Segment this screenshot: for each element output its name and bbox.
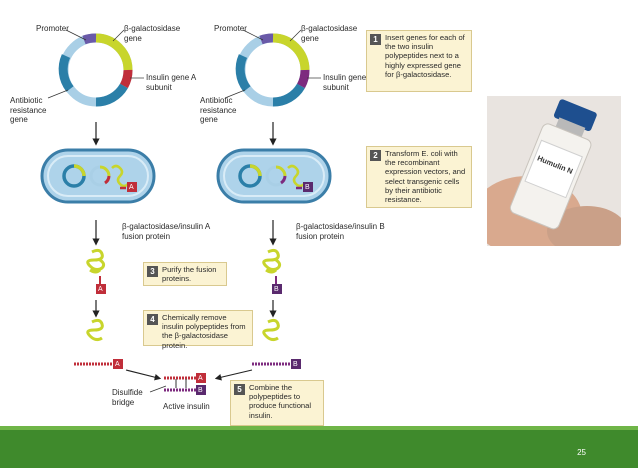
label-promoter-b: Promoter bbox=[214, 24, 247, 33]
footer-bar bbox=[0, 430, 638, 468]
step-1-number: 1 bbox=[370, 34, 381, 45]
step-1-box: 1 Insert genes for each of the two insul… bbox=[366, 30, 472, 92]
step-3-number: 3 bbox=[147, 266, 158, 277]
footer-stripe bbox=[0, 426, 638, 430]
label-betagal-gene-a: β-galactosidase gene bbox=[124, 24, 181, 43]
insulin-chain-b bbox=[252, 359, 301, 369]
tag-a-fusion: A bbox=[98, 286, 103, 293]
label-active-insulin: Active insulin bbox=[163, 402, 210, 411]
step-5-number: 5 bbox=[234, 384, 245, 395]
step-5-box: 5 Combine the polypeptides to produce fu… bbox=[230, 380, 324, 426]
label-promoter-a: Promoter bbox=[36, 24, 69, 33]
tag-b-fusion: B bbox=[274, 286, 279, 293]
cleaved-betagal-b bbox=[262, 318, 280, 342]
fusion-protein-b bbox=[262, 248, 282, 294]
tag-b-cell: B bbox=[305, 184, 310, 191]
step-4-number: 4 bbox=[147, 314, 158, 325]
step-4-text: Chemically remove insulin polypeptides f… bbox=[162, 313, 246, 350]
label-fusion-b: β-galactosidase/insulin B fusion protein bbox=[296, 222, 385, 241]
label-fusion-a: β-galactosidase/insulin A fusion protein bbox=[122, 222, 210, 241]
step-4-box: 4 Chemically remove insulin polypeptides… bbox=[143, 310, 253, 350]
step-1-text: Insert genes for each of the two insulin… bbox=[385, 33, 465, 79]
arrow-a4 bbox=[125, 369, 162, 381]
step-2-text: Transform E. coli with the recombinant e… bbox=[385, 149, 466, 205]
insulin-chain-a bbox=[74, 359, 123, 369]
tag-b-chain: B bbox=[293, 361, 298, 368]
label-insulin-gene-a: Insulin gene A subunit bbox=[146, 73, 196, 92]
tag-a-active: A bbox=[198, 375, 203, 382]
label-betagal-gene-b: β-galactosidase gene bbox=[301, 24, 358, 43]
label-disulfide-bridge: Disulfide bridge bbox=[112, 388, 143, 407]
step-3-box: 3 Purify the fusion proteins. bbox=[143, 262, 227, 286]
arrow-b4 bbox=[214, 369, 253, 381]
fusion-protein-a bbox=[86, 248, 106, 294]
label-antibiotic-b: Antibiotic resistance gene bbox=[200, 96, 237, 124]
page-number: 25 bbox=[577, 448, 586, 457]
tag-b-active: B bbox=[198, 387, 203, 394]
humulin-vial-photo: Humulin N bbox=[487, 96, 621, 246]
cell-b bbox=[216, 148, 332, 204]
cell-a bbox=[40, 148, 156, 204]
label-insulin-gene-b: Insulin gene B subunit bbox=[323, 73, 374, 92]
step-5-text: Combine the polypeptides to produce func… bbox=[249, 383, 312, 420]
tag-a-cell: A bbox=[129, 184, 134, 191]
step-2-box: 2 Transform E. coli with the recombinant… bbox=[366, 146, 472, 208]
plasmid-a bbox=[47, 29, 144, 107]
step-2-number: 2 bbox=[370, 150, 381, 161]
tag-a-chain: A bbox=[115, 361, 120, 368]
cleaved-betagal-a bbox=[86, 318, 104, 342]
plasmid-b bbox=[224, 29, 321, 107]
active-insulin-molecule bbox=[149, 373, 206, 395]
label-antibiotic-a: Antibiotic resistance gene bbox=[10, 96, 47, 124]
step-3-text: Purify the fusion proteins. bbox=[162, 265, 217, 284]
